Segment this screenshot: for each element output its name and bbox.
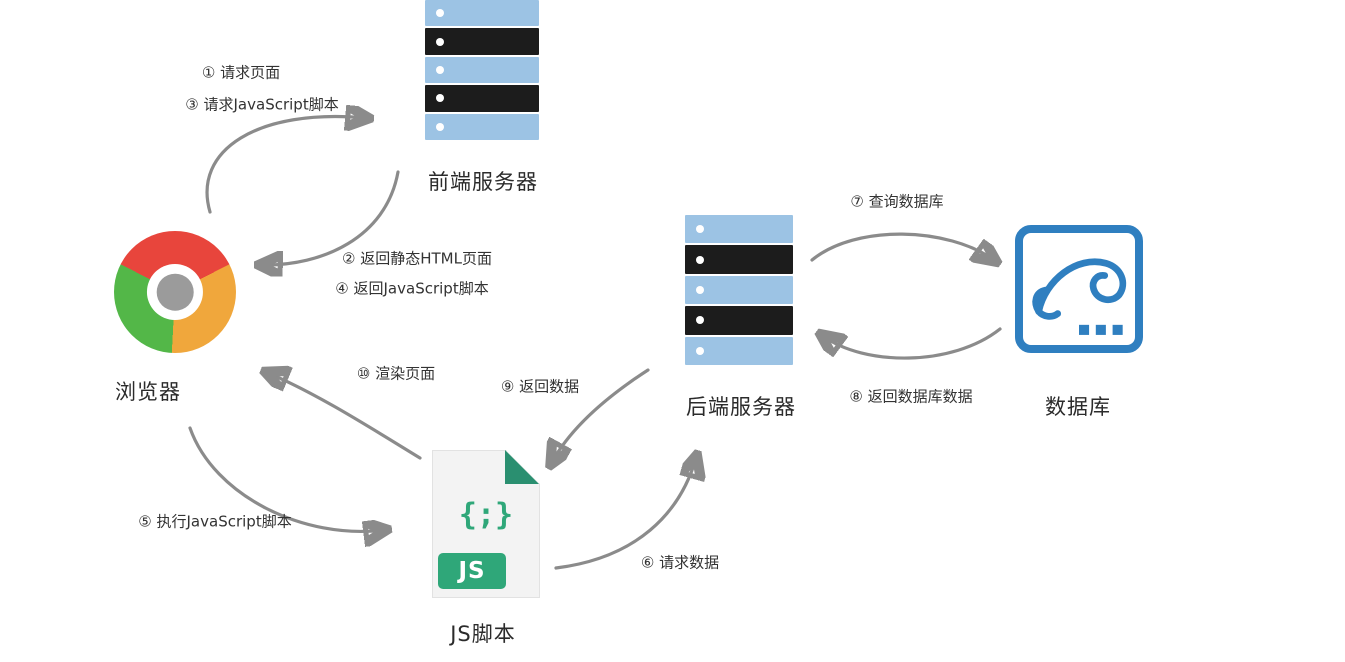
- database-icon: [1015, 225, 1143, 353]
- server-bar: [685, 306, 793, 335]
- frontend-server-icon: [425, 0, 539, 141]
- dolphin-icon: [1032, 258, 1127, 335]
- step-10-label: ⑩ 渲染页面: [356, 364, 436, 383]
- server-bar: [425, 56, 539, 84]
- server-bar: [425, 0, 539, 27]
- step-5-label: ⑤ 执行JavaScript脚本: [138, 512, 292, 531]
- backend-server-label: 后端服务器: [686, 395, 796, 419]
- frontend-server-label: 前端服务器: [428, 170, 538, 194]
- js-badge: JS: [438, 553, 506, 589]
- step-9-label: ⑨ 返回数据: [500, 377, 580, 396]
- server-bar: [685, 336, 793, 366]
- server-bar: [425, 113, 539, 141]
- server-bar: [685, 275, 793, 305]
- step-7-label: ⑦ 查询数据库: [850, 192, 944, 211]
- server-bar: [685, 245, 793, 274]
- backend-server-icon: [685, 215, 793, 366]
- code-braces: {;}: [458, 497, 514, 533]
- arrow-render-page: [268, 373, 422, 460]
- arrow-query-db: [810, 232, 994, 260]
- step-4-label: ④ 返回JavaScript脚本: [335, 279, 489, 298]
- chrome-center-hub: [156, 273, 194, 311]
- database-label: 数据库: [1045, 395, 1111, 419]
- server-bar: [425, 28, 539, 55]
- arrow-return-db-data: [823, 329, 1002, 360]
- step-6-label: ⑥ 请求数据: [640, 553, 720, 572]
- server-bar: [685, 215, 793, 244]
- chrome-browser-icon: [114, 231, 236, 353]
- step-2-label: ② 返回静态HTML页面: [342, 249, 492, 268]
- arrow-request-page: [205, 117, 366, 214]
- step-1-label: ① 请求页面: [201, 63, 281, 82]
- browser-label: 浏览器: [115, 380, 181, 404]
- server-bar: [425, 85, 539, 112]
- step-3-label: ③ 请求JavaScript脚本: [185, 95, 339, 114]
- js-script-label: JS脚本: [450, 622, 516, 646]
- step-8-label: ⑧ 返回数据库数据: [849, 387, 973, 406]
